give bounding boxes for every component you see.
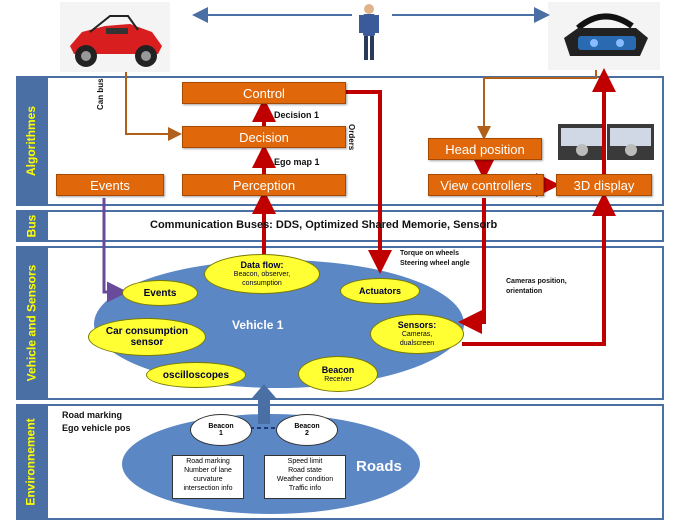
steering-label: Steering wheel angle [400, 260, 470, 267]
beacon-1-title: Beacon [208, 423, 234, 430]
arrow-headset-to-head-position [477, 70, 597, 140]
road-info-line: intersection info [183, 485, 233, 492]
perception-box: Perception [182, 174, 346, 196]
beacon-receiver-title: Beacon [321, 364, 355, 375]
road-marking-label: Road marking [62, 410, 123, 420]
arrow-sensors-to-3d [462, 192, 616, 346]
events-box: Events [56, 174, 164, 196]
car-consumption-label: Car consumption sensor [105, 326, 189, 348]
bus-lane [46, 210, 664, 242]
can-bus-label: Can bus [96, 78, 105, 110]
head-position-box: Head position [428, 138, 542, 160]
traffic-info-line: Traffic info [288, 485, 322, 492]
lane-label-bus: Bus [16, 210, 46, 242]
control-box: Control [182, 82, 346, 104]
torque-label: Torque on wheels [400, 250, 459, 257]
data-flow-node: Data flow: Beacon, observer, consumption [204, 254, 320, 294]
lane-label-environment: Environnement [16, 404, 46, 520]
car-consumption-node: Car consumption sensor [88, 318, 206, 356]
control-label: Control [243, 85, 285, 101]
beacon-2-title: Beacon [294, 423, 320, 430]
display-3d-label: 3D display [573, 177, 635, 193]
arrow-orders [346, 90, 392, 274]
road-info-box: Road marking Number of lane curvature in… [172, 455, 244, 499]
traffic-info-line: Weather condition [276, 476, 334, 483]
decision-1-label: Decision 1 [274, 110, 320, 120]
arrow-can-bus [125, 72, 182, 141]
data-flow-title: Data flow: [240, 260, 284, 270]
data-flow-sub: Beacon, observer, consumption [233, 271, 291, 287]
beacon-receiver-node: Beacon Receiver [298, 356, 378, 392]
beacon-2-node: Beacon 2 [276, 414, 338, 446]
view-controllers-box: View controllers [428, 174, 544, 196]
display-3d-box: 3D display [556, 174, 652, 196]
sensors-node: Sensors: Cameras, dualscreen [370, 314, 464, 354]
person-figure-image [356, 2, 382, 64]
head-position-label: Head position [445, 141, 525, 157]
road-info-line: Number of lane [184, 467, 232, 474]
beacon-1-num: 1 [219, 430, 223, 437]
events-node: Events [122, 280, 198, 306]
decision-box: Decision [182, 126, 346, 148]
actuators-node: Actuators [340, 278, 420, 304]
arrow-roads-to-vehicle [252, 384, 276, 424]
actuators-node-label: Actuators [358, 286, 401, 296]
beacon-receiver-sub: Receiver [324, 375, 352, 383]
events-node-label: Events [143, 287, 177, 299]
road-info-line: curvature [193, 476, 223, 483]
vehicle-center-label: Vehicle 1 [232, 318, 284, 332]
decision-label: Decision [239, 129, 289, 145]
orientation-label: orientation [506, 288, 543, 295]
sensors-sub: Cameras, dualscreen [399, 331, 435, 347]
perception-label: Perception [232, 177, 296, 193]
view-controllers-label: View controllers [440, 177, 532, 193]
lane-label-vehicle-sensors: Vehicle and Sensors [16, 246, 46, 400]
arrow-events [102, 198, 128, 303]
vr-headset-image [548, 2, 660, 70]
oscilloscopes-label: oscilloscopes [162, 369, 230, 381]
oscilloscopes-node: oscilloscopes [146, 362, 246, 388]
cameras-position-label: Cameras position, [506, 278, 567, 285]
buggy-car-image [60, 2, 170, 72]
ego-vehicle-pos-label: Ego vehicle pos [62, 423, 131, 433]
sensors-title: Sensors: [397, 320, 437, 330]
camera-views-image [558, 124, 654, 160]
ego-map-1-label: Ego map 1 [274, 157, 320, 167]
bus-description: Communication Buses: DDS, Optimized Shar… [150, 219, 498, 231]
traffic-info-line: Speed limit [287, 458, 323, 465]
road-info-line: Road marking [186, 458, 230, 465]
orders-label: Orders [347, 124, 356, 151]
traffic-info-box: Speed limit Road state Weather condition… [264, 455, 346, 499]
beacon-1-node: Beacon 1 [190, 414, 252, 446]
events-label: Events [90, 177, 130, 193]
arrow-view-to-sensors [458, 198, 486, 334]
beacon-2-num: 2 [305, 430, 309, 437]
roads-label: Roads [356, 458, 402, 475]
traffic-info-line: Road state [288, 467, 322, 474]
lane-label-algorithmes: Algorithmes [16, 76, 46, 206]
